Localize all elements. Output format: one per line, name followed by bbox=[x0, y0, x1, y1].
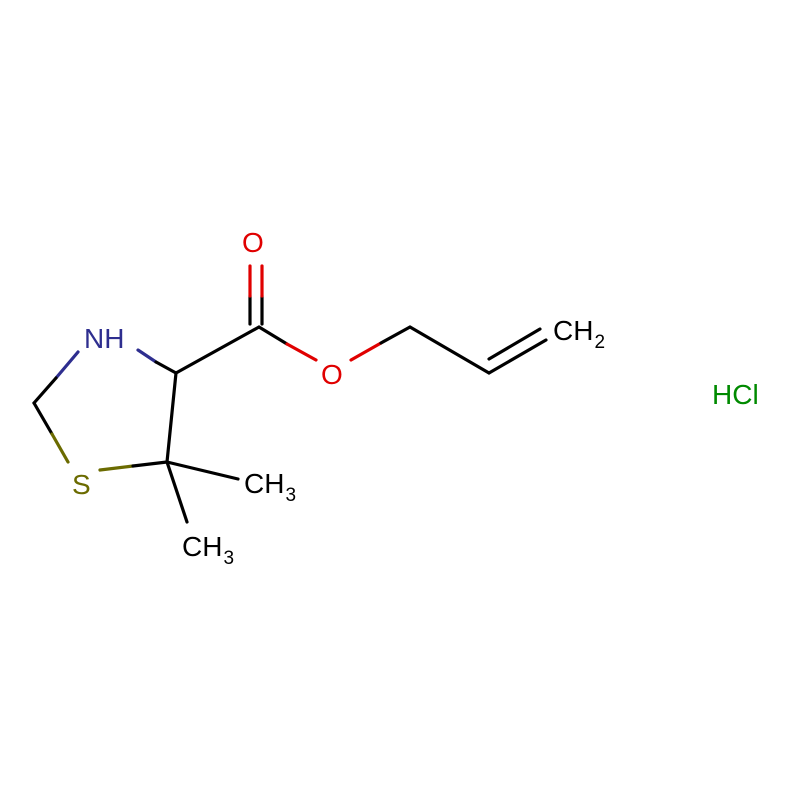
bond-c4-ccarbonyl bbox=[174, 325, 261, 375]
bond-ch-ch2-double bbox=[487, 327, 542, 361]
salt-hcl: HCl bbox=[712, 379, 759, 410]
atom-ch3-a: CH3 bbox=[244, 468, 296, 506]
atom-ch3-a-subscript: 3 bbox=[285, 485, 296, 506]
atom-labels: NH S O O CH2 CH3 CH3 HCl bbox=[72, 227, 759, 569]
atom-ch3-b-main: CH bbox=[182, 531, 222, 562]
bond-s-c5-c-part bbox=[131, 460, 169, 468]
atom-ch2-subscript: 2 bbox=[594, 332, 605, 353]
bond-oester-ch2-c-part bbox=[379, 325, 412, 345]
atom-ch3-b: CH3 bbox=[182, 531, 234, 569]
bond-ch-ch2-single bbox=[487, 338, 548, 375]
bond-n-c4-c-part bbox=[154, 360, 178, 375]
bond-n-ch2-c-part bbox=[32, 376, 58, 405]
bond-ch2-s-s-part bbox=[50, 432, 70, 464]
bond-n-ch2-n-part bbox=[54, 350, 80, 380]
bond-n-c4-n-part bbox=[136, 348, 158, 364]
atom-nh: NH bbox=[84, 323, 124, 354]
bond-oester-ch2-o-part bbox=[349, 341, 383, 362]
bond-ch2-ch bbox=[408, 325, 491, 375]
bond-c5-ch3-b bbox=[165, 460, 189, 524]
atom-o-carbonyl: O bbox=[242, 227, 264, 258]
bond-c-oester-o-part bbox=[285, 342, 318, 362]
bond-c5-ch3-a bbox=[165, 460, 240, 481]
atom-ch3-a-main: CH bbox=[244, 468, 284, 499]
bond-ch2-s-c-part bbox=[32, 401, 54, 436]
bond-s-c5-s-part bbox=[98, 464, 135, 472]
atom-ch2-main: CH bbox=[553, 315, 593, 346]
atom-s: S bbox=[72, 469, 91, 500]
bond-c-oester-c-part bbox=[257, 325, 289, 346]
bond-c5-c4 bbox=[165, 371, 178, 464]
atom-ch3-b-subscript: 3 bbox=[223, 548, 234, 569]
atom-o-ester: O bbox=[321, 359, 343, 390]
atom-ch2-terminal: CH2 bbox=[553, 315, 605, 353]
bonds bbox=[32, 264, 548, 524]
